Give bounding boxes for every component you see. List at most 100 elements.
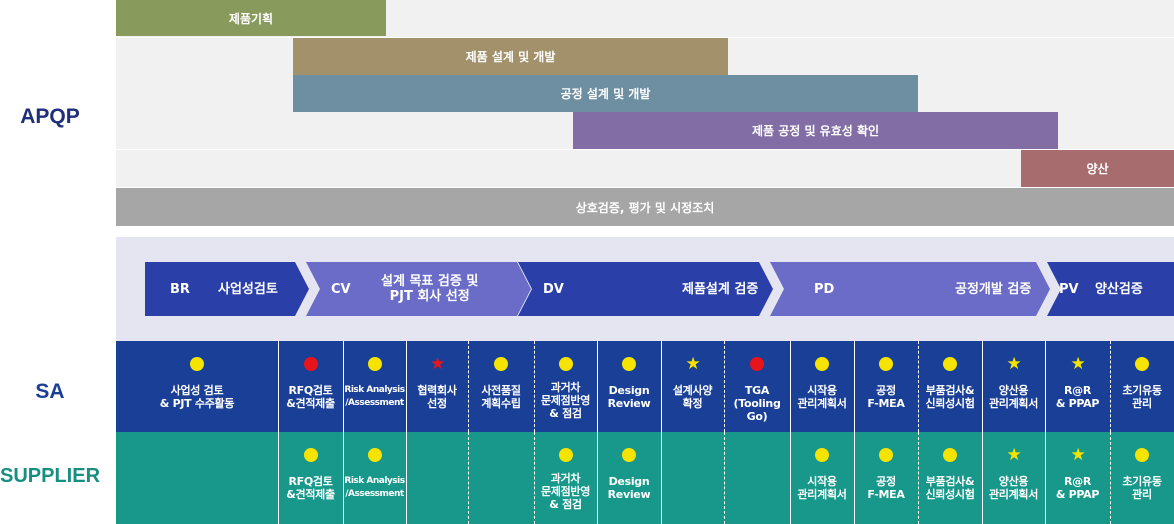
sa-cell-label: R@R& PPAP bbox=[1055, 384, 1100, 410]
phase-arrow-dv bbox=[518, 262, 773, 316]
yellow-dot-icon bbox=[815, 357, 829, 371]
supplier-cell-label: Risk Analysis/Assessment bbox=[344, 476, 405, 499]
phase-band: BR 사업성검토 CV 설계 목표 검증 및 PJT 회사 선정 DV 제품설계… bbox=[116, 237, 1174, 341]
column-divider bbox=[982, 432, 983, 524]
column-divider bbox=[597, 432, 598, 524]
column-divider bbox=[534, 341, 535, 432]
column-divider bbox=[790, 432, 791, 524]
yellow-dot-icon bbox=[879, 448, 893, 462]
bar-product-design: 제품 설계 및 개발 bbox=[293, 38, 728, 75]
column-divider bbox=[468, 341, 469, 432]
phase-code-pd: PD bbox=[814, 282, 835, 297]
sa-cell-label: 사업성 검토& PJT 수주활동 bbox=[159, 384, 235, 410]
sa-cell: ★R@R& PPAP bbox=[1045, 341, 1110, 432]
sa-cell: TGA(Tooling Go) bbox=[724, 341, 790, 432]
column-divider bbox=[278, 341, 279, 432]
sa-row: 사업성 검토& PJT 수주활동 RFQ검토&견적제출 Risk Analysis/… bbox=[116, 341, 1174, 432]
yellow-dot-icon bbox=[558, 357, 573, 371]
phase-code-dv: DV bbox=[543, 282, 564, 297]
column-divider bbox=[1045, 341, 1046, 432]
column-divider bbox=[406, 341, 407, 432]
yellow-dot-icon bbox=[494, 357, 508, 371]
column-divider bbox=[1045, 432, 1046, 524]
column-divider bbox=[468, 432, 469, 524]
supplier-cell bbox=[724, 432, 790, 524]
supplier-cell: ★ R@R& PPAP bbox=[1045, 432, 1110, 524]
column-divider bbox=[982, 341, 983, 432]
phase-code-pv: PV bbox=[1059, 282, 1079, 297]
sa-cell: Risk Analysis/Assessment bbox=[343, 341, 406, 432]
bar-label: 제품 설계 및 개발 bbox=[465, 50, 556, 64]
yellow-dot-icon bbox=[303, 448, 318, 462]
bar-validation: 제품 공정 및 유효성 확인 bbox=[573, 112, 1058, 149]
sa-cell: 부품검사&신뢰성시험 bbox=[918, 341, 982, 432]
red-dot-icon bbox=[750, 357, 764, 371]
bar-label: 양산 bbox=[1086, 162, 1109, 176]
supplier-cell bbox=[116, 432, 278, 524]
yellow-star-icon: ★ bbox=[1006, 445, 1022, 465]
phase-arrows bbox=[145, 262, 1174, 316]
column-divider bbox=[661, 432, 662, 524]
phase-arrow-pv bbox=[1047, 262, 1174, 316]
yellow-star-icon: ★ bbox=[685, 354, 701, 374]
sa-cell-label: 부품검사&신뢰성시험 bbox=[925, 384, 975, 410]
yellow-dot-icon bbox=[815, 448, 829, 462]
bar-label: 공정 설계 및 개발 bbox=[560, 87, 651, 101]
column-divider bbox=[724, 432, 725, 524]
supplier-cell bbox=[468, 432, 534, 524]
yellow-dot-icon bbox=[943, 357, 957, 371]
yellow-star-icon: ★ bbox=[1070, 445, 1086, 465]
yellow-star-icon: ★ bbox=[1006, 354, 1022, 374]
column-divider bbox=[343, 341, 344, 432]
apqp-label: APQP bbox=[20, 105, 80, 128]
phase-name-dv: 제품설계 검증 bbox=[682, 282, 759, 297]
supplier-cell: 부품검사&신뢰성시험 bbox=[918, 432, 982, 524]
column-divider bbox=[724, 341, 725, 432]
yellow-dot-icon bbox=[1135, 357, 1149, 371]
bar-mutual-verification: 상호검증, 평가 및 시정조치 bbox=[116, 188, 1174, 226]
column-divider bbox=[918, 341, 919, 432]
gantt-track bbox=[116, 150, 1174, 187]
column-divider bbox=[1110, 432, 1111, 524]
phase-name-pv: 양산검증 bbox=[1095, 282, 1143, 297]
supplier-cell bbox=[406, 432, 468, 524]
phase-arrow-cv bbox=[306, 262, 531, 316]
sa-cell-label: TGA(Tooling Go) bbox=[733, 384, 781, 423]
bar-mass-production: 양산 bbox=[1021, 150, 1174, 187]
sa-cell-label: RFQ검토&견적제출 bbox=[286, 384, 335, 410]
yellow-dot-icon bbox=[558, 448, 573, 462]
sa-cell-label: Risk Analysis/Assessment bbox=[344, 385, 405, 408]
yellow-dot-icon bbox=[190, 357, 204, 371]
supplier-cell: RFQ검토&견적제출 bbox=[278, 432, 343, 524]
bar-label: 제품 공정 및 유효성 확인 bbox=[751, 124, 880, 138]
yellow-dot-icon bbox=[879, 357, 893, 371]
supplier-label: SUPPLIER bbox=[0, 465, 101, 487]
bar-process-design: 공정 설계 및 개발 bbox=[293, 75, 918, 112]
supplier-cell-label: RFQ검토&견적제출 bbox=[286, 475, 335, 501]
column-divider bbox=[406, 432, 407, 524]
supplier-cell-label: R@R& PPAP bbox=[1055, 475, 1100, 501]
